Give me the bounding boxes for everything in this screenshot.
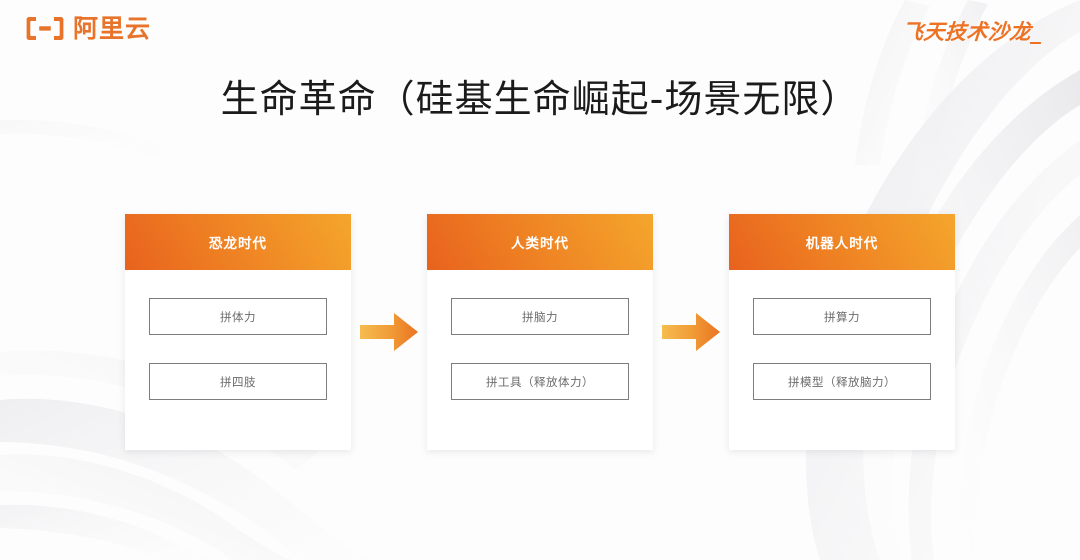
era-card-3-item-1: 拼算力 [753, 298, 931, 335]
era-card-3-header: 机器人时代 [729, 214, 955, 270]
era-card-1: 恐龙时代 拼体力 拼四肢 [125, 214, 351, 450]
era-card-1-body: 拼体力 拼四肢 [125, 270, 351, 450]
era-card-3-item-2: 拼模型（释放脑力） [753, 363, 931, 400]
page-title: 生命革命（硅基生命崛起-场景无限） [220, 77, 860, 121]
right-arrow-icon [662, 312, 720, 352]
era-card-1-header: 恐龙时代 [125, 214, 351, 270]
brand-logo: 阿里云 [26, 16, 151, 41]
brand-name: 阿里云 [73, 14, 152, 43]
era-card-2: 人类时代 拼脑力 拼工具（释放体力） [427, 214, 653, 450]
alibaba-cloud-logo-icon [26, 16, 64, 41]
era-card-3: 机器人时代 拼算力 拼模型（释放脑力） [729, 214, 955, 450]
era-card-1-item-2: 拼四肢 [149, 363, 327, 400]
era-card-3-body: 拼算力 拼模型（释放脑力） [729, 270, 955, 450]
right-arrow-icon [360, 312, 418, 352]
era-card-2-item-2: 拼工具（释放体力） [451, 363, 629, 400]
arrow-1 [351, 214, 427, 450]
era-card-2-header: 人类时代 [427, 214, 653, 270]
era-card-1-item-1: 拼体力 [149, 298, 327, 335]
event-logo: 飞天技术沙龙_ [901, 20, 1043, 44]
era-card-2-item-1: 拼脑力 [451, 298, 629, 335]
era-card-2-body: 拼脑力 拼工具（释放体力） [427, 270, 653, 450]
eras-diagram: 恐龙时代 拼体力 拼四肢 [0, 214, 1080, 454]
arrow-2 [653, 214, 729, 450]
